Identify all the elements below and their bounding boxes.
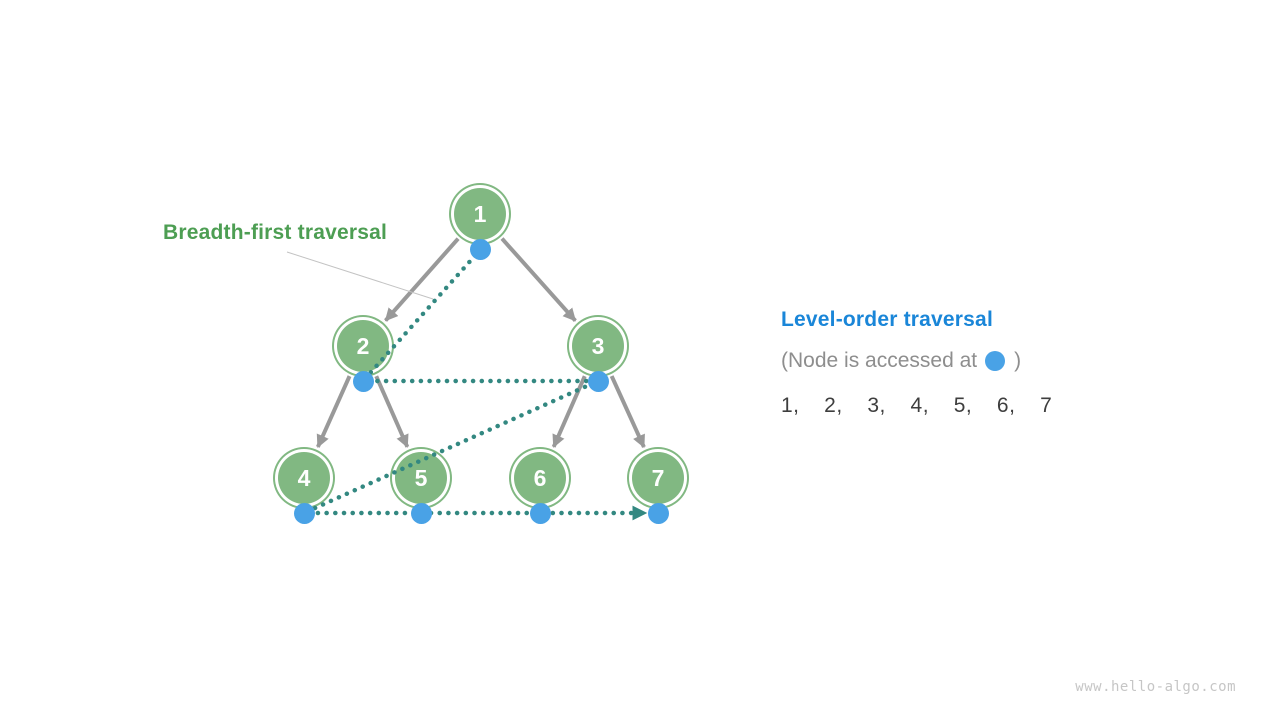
node-label: 7: [651, 464, 665, 491]
node-label: 1: [473, 200, 487, 227]
watermark: www.hello-algo.com: [1075, 679, 1236, 695]
legend-note: (Node is accessed at ): [781, 349, 1052, 373]
traversal-sequence: 1, 2, 3, 4, 5, 6, 7: [781, 394, 1053, 417]
breadth-first-label: Breadth-first traversal: [163, 221, 388, 244]
legend-note-suffix: ): [1014, 349, 1022, 372]
legend-title: Level-order traversal: [781, 308, 993, 331]
tree-node: 1: [454, 188, 506, 240]
legend-note-prefix: (Node is accessed at: [781, 349, 978, 372]
blue-dot-icon: [985, 351, 1006, 371]
legend-block: Level-order traversal (Node is accessed …: [781, 308, 1052, 418]
node-access-dot: [647, 502, 669, 524]
